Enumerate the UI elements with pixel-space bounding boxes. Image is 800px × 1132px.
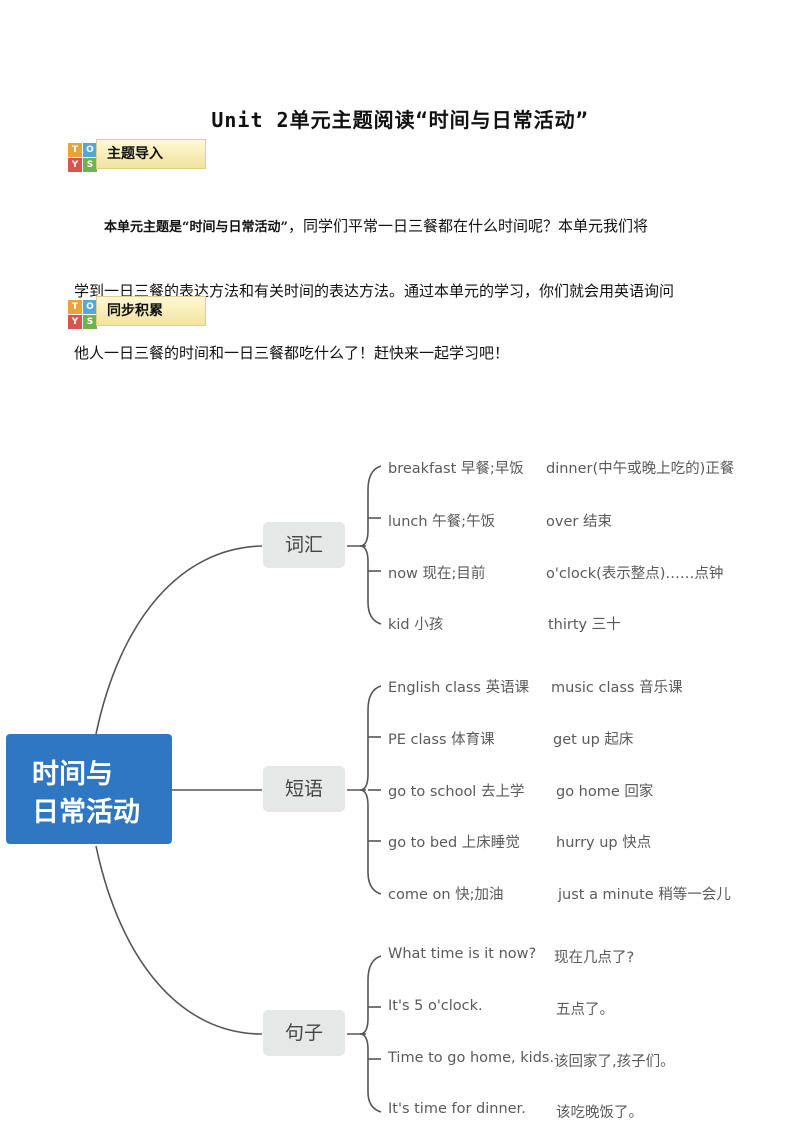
list-item: just a minute 稍等一会儿 [558, 887, 731, 903]
list-item: go to bed 上床睡觉 [388, 835, 520, 851]
list-item: 五点了。 [556, 1002, 614, 1018]
list-item: come on 快;加油 [388, 887, 504, 903]
list-item: breakfast 早餐;早饭 [388, 461, 524, 477]
list-item: dinner(中午或晚上吃的)正餐 [546, 461, 735, 477]
intro-line-1: 本单元主题是“时间与日常活动”，同学们平常一日三餐都在什么时间呢？本单元我们将 [104, 217, 648, 235]
list-item: o'clock(表示整点)……点钟 [546, 566, 724, 582]
list-item: lunch 午餐;午饭 [388, 514, 496, 530]
list-item: over 结束 [546, 514, 612, 530]
intro-lead: 本单元主题是“时间与日常活动” [104, 220, 288, 235]
section-badge-sync: T O Y S 同步积累 [66, 296, 206, 330]
toy-blocks-icon: T O Y S [66, 143, 100, 173]
list-item: kid 小孩 [388, 617, 444, 633]
list-item: It's 5 o'clock. [388, 998, 483, 1014]
list-item: thirty 三十 [548, 617, 621, 633]
list-item: 现在几点了? [554, 950, 635, 966]
badge-label: 同步积累 [107, 303, 163, 319]
list-item: get up 起床 [553, 732, 634, 748]
intro-line-3: 他人一日三餐的时间和一日三餐都吃什么了！赶快来一起学习吧！ [74, 344, 510, 362]
list-item: go to school 去上学 [388, 784, 525, 800]
branch-phrases: 短语 [263, 766, 345, 812]
page-title: Unit 2单元主题阅读“时间与日常活动” [211, 108, 589, 132]
list-item: English class 英语课 [388, 680, 530, 696]
list-item: It's time for dinner. [388, 1101, 526, 1117]
list-item: now 现在;目前 [388, 566, 486, 582]
badge-label: 主题导入 [107, 146, 163, 162]
list-item: 该吃晚饭了。 [556, 1105, 643, 1121]
intro-line-2: 学到一日三餐的表达方法和有关时间的表达方法。通过本单元的学习，你们就会用英语询问 [74, 282, 675, 300]
toy-blocks-icon: T O Y S [66, 300, 100, 330]
section-badge-intro: T O Y S 主题导入 [66, 139, 206, 173]
list-item: go home 回家 [556, 784, 654, 800]
list-item: music class 音乐课 [551, 680, 683, 696]
branch-vocabulary: 词汇 [263, 522, 345, 568]
list-item: What time is it now? [388, 946, 537, 962]
list-item: Time to go home, kids. [388, 1050, 555, 1066]
branch-sentences: 句子 [263, 1010, 345, 1056]
list-item: hurry up 快点 [556, 835, 652, 851]
list-item: 该回家了,孩子们。 [554, 1054, 675, 1070]
mindmap-root: 时间与 日常活动 [6, 734, 172, 844]
list-item: PE class 体育课 [388, 732, 495, 748]
